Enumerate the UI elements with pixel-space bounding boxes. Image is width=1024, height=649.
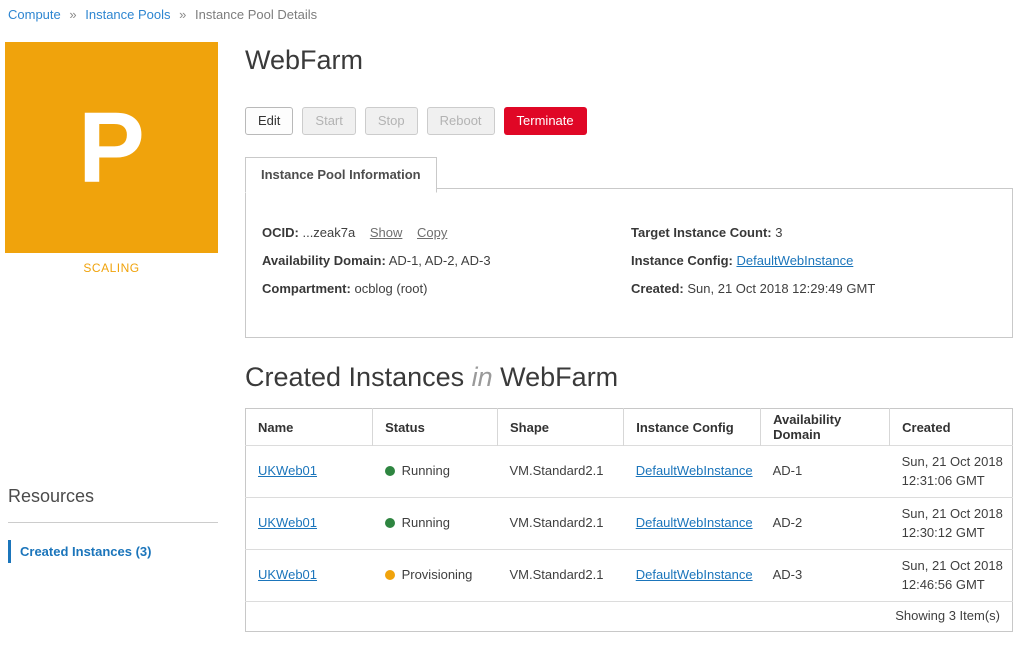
- target-instance-count-label: Target Instance Count:: [631, 225, 772, 240]
- instance-name-link[interactable]: UKWeb01: [258, 567, 318, 583]
- terminate-button[interactable]: Terminate: [503, 107, 587, 135]
- instance-pool-icon: P: [5, 42, 218, 253]
- column-header-instance-config: Instance Config: [623, 408, 761, 446]
- sidebar-item-created-instances[interactable]: Created Instances (3): [8, 540, 218, 563]
- availability-domain-cell: AD-3: [760, 549, 890, 602]
- resources-sidebar: Resources Created Instances (3): [8, 486, 218, 563]
- compartment-label: Compartment:: [262, 281, 351, 296]
- table-footer-row: Showing 3 Item(s): [245, 601, 1013, 632]
- shape-cell: VM.Standard2.1: [497, 445, 624, 498]
- shape-cell: VM.Standard2.1: [497, 549, 624, 602]
- tab-instance-pool-information[interactable]: Instance Pool Information: [245, 157, 437, 193]
- table-row: UKWeb01 Running VM.Standard2.1 DefaultWe…: [245, 445, 1013, 498]
- resources-divider: [8, 522, 218, 523]
- created-value: Sun, 21 Oct 2018 12:29:49 GMT: [687, 281, 876, 296]
- created-cell: Sun, 21 Oct 2018 12:30:12 GMT: [889, 497, 1013, 550]
- availability-domain-label: Availability Domain:: [262, 253, 386, 268]
- ocid-field: OCID: ...zeak7a Show Copy: [262, 225, 631, 241]
- table-header-row: Name Status Shape Instance Config Availa…: [245, 408, 1013, 446]
- created-cell: Sun, 21 Oct 2018 12:46:56 GMT: [889, 549, 1013, 602]
- table-row: UKWeb01 Running VM.Standard2.1 DefaultWe…: [245, 497, 1013, 550]
- edit-button[interactable]: Edit: [245, 107, 294, 135]
- instance-config-label: Instance Config:: [631, 253, 733, 268]
- reboot-button[interactable]: Reboot: [426, 107, 495, 135]
- column-header-availability-domain: Availability Domain: [760, 408, 890, 446]
- breadcrumb-separator: »: [179, 7, 187, 22]
- status-label: Running: [401, 463, 451, 479]
- action-button-bar: Edit Start Stop Reboot Terminate: [245, 107, 596, 135]
- ocid-copy-link[interactable]: Copy: [417, 225, 448, 240]
- status-dot-running: [384, 466, 395, 477]
- ocid-label: OCID:: [262, 225, 299, 240]
- created-instances-table: Name Status Shape Instance Config Availa…: [245, 408, 1013, 632]
- main-content: WebFarm Edit Start Stop Reboot Terminate…: [245, 45, 1013, 632]
- pool-state-badge: SCALING: [83, 261, 140, 275]
- column-header-name: Name: [245, 408, 373, 446]
- created-label: Created:: [631, 281, 684, 296]
- instance-config-link[interactable]: DefaultWebInstance: [635, 463, 753, 479]
- column-header-shape: Shape: [496, 408, 624, 446]
- resources-heading: Resources: [8, 486, 95, 506]
- availability-domain-value: AD-1, AD-2, AD-3: [388, 253, 491, 268]
- instance-config-link[interactable]: DefaultWebInstance: [635, 567, 753, 583]
- instance-config-link[interactable]: DefaultWebInstance: [635, 515, 753, 531]
- column-header-created: Created: [889, 408, 1013, 446]
- status-dot-running: [384, 518, 395, 529]
- created-cell: Sun, 21 Oct 2018 12:31:06 GMT: [889, 445, 1013, 498]
- status-label: Provisioning: [401, 567, 473, 583]
- created-field: Created: Sun, 21 Oct 2018 12:29:49 GMT: [631, 281, 996, 297]
- availability-domain-cell: AD-1: [760, 445, 890, 498]
- shape-cell: VM.Standard2.1: [497, 497, 624, 550]
- pool-initial-letter: P: [78, 91, 145, 204]
- availability-domain-field: Availability Domain: AD-1, AD-2, AD-3: [262, 253, 631, 269]
- column-header-status: Status: [372, 408, 498, 446]
- status-dot-provisioning: [384, 570, 395, 581]
- info-grid: OCID: ...zeak7a Show Copy Target Instanc…: [262, 225, 996, 297]
- breadcrumb: Compute » Instance Pools » Instance Pool…: [8, 7, 317, 22]
- availability-domain-cell: AD-2: [760, 497, 890, 550]
- ocid-show-link[interactable]: Show: [369, 225, 403, 240]
- instance-pool-information-panel: OCID: ...zeak7a Show Copy Target Instanc…: [245, 188, 1013, 338]
- breadcrumb-link-compute[interactable]: Compute: [8, 7, 61, 22]
- breadcrumb-link-instance-pools[interactable]: Instance Pools: [85, 7, 171, 22]
- table-row: UKWeb01 Provisioning VM.Standard2.1 Defa…: [245, 549, 1013, 602]
- created-instances-heading: Created Instances in WebFarm: [245, 362, 619, 392]
- status-label: Running: [401, 515, 451, 531]
- breadcrumb-current-page: Instance Pool Details: [195, 7, 318, 22]
- target-instance-count-field: Target Instance Count: 3: [631, 225, 996, 241]
- instance-config-link[interactable]: DefaultWebInstance: [736, 253, 854, 268]
- stop-button[interactable]: Stop: [364, 107, 418, 135]
- start-button[interactable]: Start: [302, 107, 356, 135]
- target-instance-count-value: 3: [775, 225, 783, 240]
- breadcrumb-separator: »: [69, 7, 77, 22]
- ocid-value: ...zeak7a: [302, 225, 356, 240]
- compartment-field: Compartment: ocblog (root): [262, 281, 631, 297]
- compartment-value: ocblog (root): [354, 281, 428, 296]
- heading-conjunction: in: [471, 362, 493, 392]
- instance-name-link[interactable]: UKWeb01: [258, 463, 318, 479]
- instance-config-field: Instance Config: DefaultWebInstance: [631, 253, 996, 269]
- page-title: WebFarm: [245, 45, 364, 75]
- instance-name-link[interactable]: UKWeb01: [258, 515, 318, 531]
- table-footer-count: Showing 3 Item(s): [245, 601, 1013, 632]
